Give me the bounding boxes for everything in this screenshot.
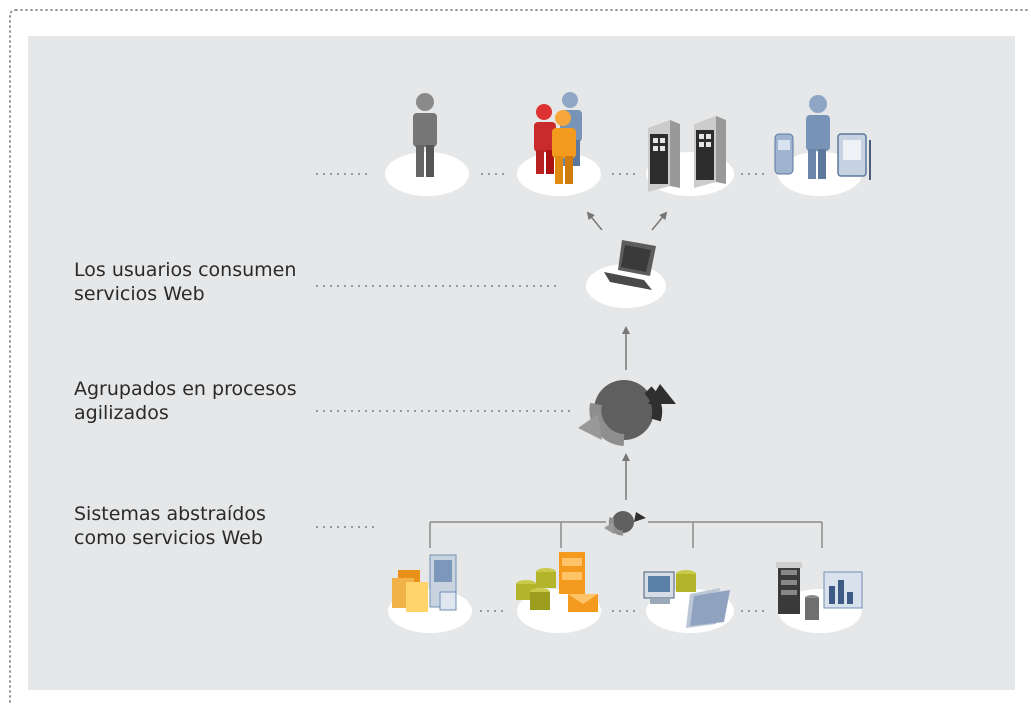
- documents-server-icon: [388, 554, 472, 633]
- label-grouped-processes: Agrupados en procesos agilizados: [74, 377, 297, 425]
- group-icon: [517, 92, 601, 196]
- devices-icon: [774, 95, 871, 196]
- rack-chart-icon: [776, 562, 863, 633]
- laptop-icon: [586, 240, 666, 308]
- label-line: agilizados: [74, 402, 169, 424]
- label-line: Los usuarios consumen: [74, 259, 297, 281]
- label-abstracted-systems: Sistemas abstraídos como servicios Web: [74, 502, 266, 550]
- process-cycle-icon: [578, 380, 676, 446]
- systems-row: [388, 552, 863, 633]
- person-icon: [385, 93, 469, 196]
- label-line: Sistemas abstraídos: [74, 503, 266, 525]
- consumers-row: [316, 92, 871, 196]
- label-line: como servicios Web: [74, 527, 263, 549]
- server-icon: [646, 116, 734, 196]
- small-process-cycle-icon: [604, 511, 646, 536]
- database-icon: [516, 552, 601, 633]
- label-users-consume-web-services: Los usuarios consumen servicios Web: [74, 258, 296, 306]
- system-tree-lines: [429, 521, 823, 548]
- label-line: servicios Web: [74, 283, 205, 305]
- desktop-folder-icon: [643, 570, 734, 633]
- label-line: Agrupados en procesos: [74, 378, 297, 400]
- outer-dotted-border: [9, 9, 1031, 706]
